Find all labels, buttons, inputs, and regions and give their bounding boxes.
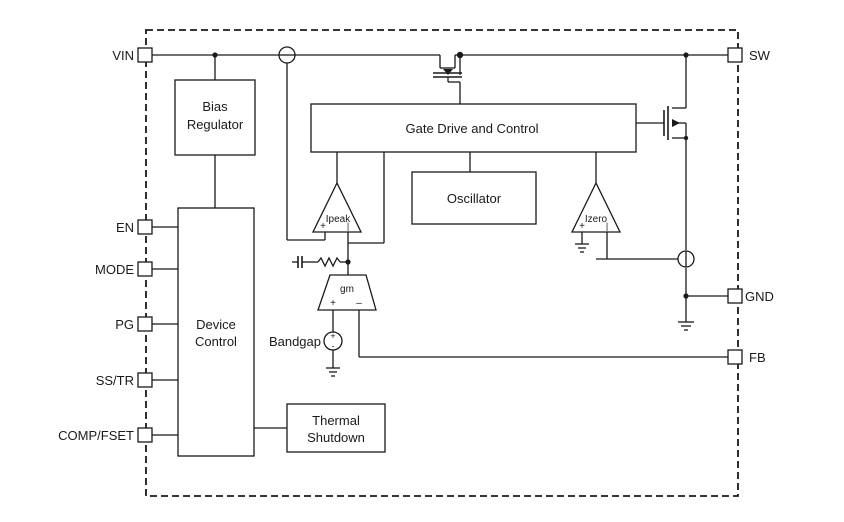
gate-drive-label: Gate Drive and Control [406, 121, 539, 136]
gm-plus-label: + [330, 298, 336, 309]
pin-sstr-label: SS/TR [96, 373, 134, 388]
pin-gnd-label: GND [745, 289, 774, 304]
nfet-arrow-icon [672, 119, 680, 127]
ground-icon [326, 367, 340, 377]
gm-amplifier [317, 274, 377, 311]
thermal-shutdown-label: Thermal [312, 413, 360, 428]
device-control-label: Device [196, 317, 236, 332]
device-control-label: Control [195, 334, 237, 349]
bandgap-minus-label: - [332, 341, 335, 351]
pin-gnd [727, 288, 743, 304]
pin-sw [727, 47, 743, 63]
izero-comparator [570, 181, 622, 233]
gm-label: gm [340, 284, 354, 295]
gate-drive-block [310, 103, 637, 153]
izero-label: Izero [585, 214, 608, 225]
ground-icon [678, 320, 694, 331]
izero-plus-label: + [579, 221, 585, 232]
pin-mode [137, 261, 153, 277]
bandgap-source-icon [323, 331, 343, 351]
pin-vin [137, 47, 153, 63]
pin-pg [137, 316, 153, 332]
ipeak-plus-label: + [320, 221, 326, 232]
pin-sstr [137, 372, 153, 388]
pin-en [137, 219, 153, 235]
pin-fb-label: FB [749, 350, 766, 365]
bandgap-label: Bandgap [269, 334, 321, 349]
pin-pg-label: PG [115, 317, 134, 332]
ipeak-label: Ipeak [326, 214, 351, 225]
gm-minus-label: – [356, 298, 362, 309]
thermal-shutdown-block [286, 403, 386, 453]
pfet-arrow-icon [443, 69, 453, 75]
pin-vin-label: VIN [112, 48, 134, 63]
ground-icon [575, 243, 589, 253]
pin-comp-fset [137, 427, 153, 443]
ipeak-minus-label: | [347, 221, 349, 231]
bias-regulator-label: Regulator [187, 117, 244, 132]
izero-minus-label: | [606, 221, 608, 231]
pin-sw-label: SW [749, 48, 771, 63]
oscillator-label: Oscillator [447, 191, 502, 206]
ipeak-comparator [311, 181, 363, 233]
bias-regulator-label: Bias [202, 99, 228, 114]
pin-mode-label: MODE [95, 262, 134, 277]
pin-fb [727, 349, 743, 365]
pin-comp-fset-label: COMP/FSET [58, 428, 134, 443]
oscillator-block [411, 171, 537, 225]
device-control-block [177, 207, 255, 457]
bandgap-plus-label: + [330, 331, 335, 341]
thermal-shutdown-label: Shutdown [307, 430, 365, 445]
bias-regulator-block [174, 79, 256, 156]
pin-en-label: EN [116, 220, 134, 235]
